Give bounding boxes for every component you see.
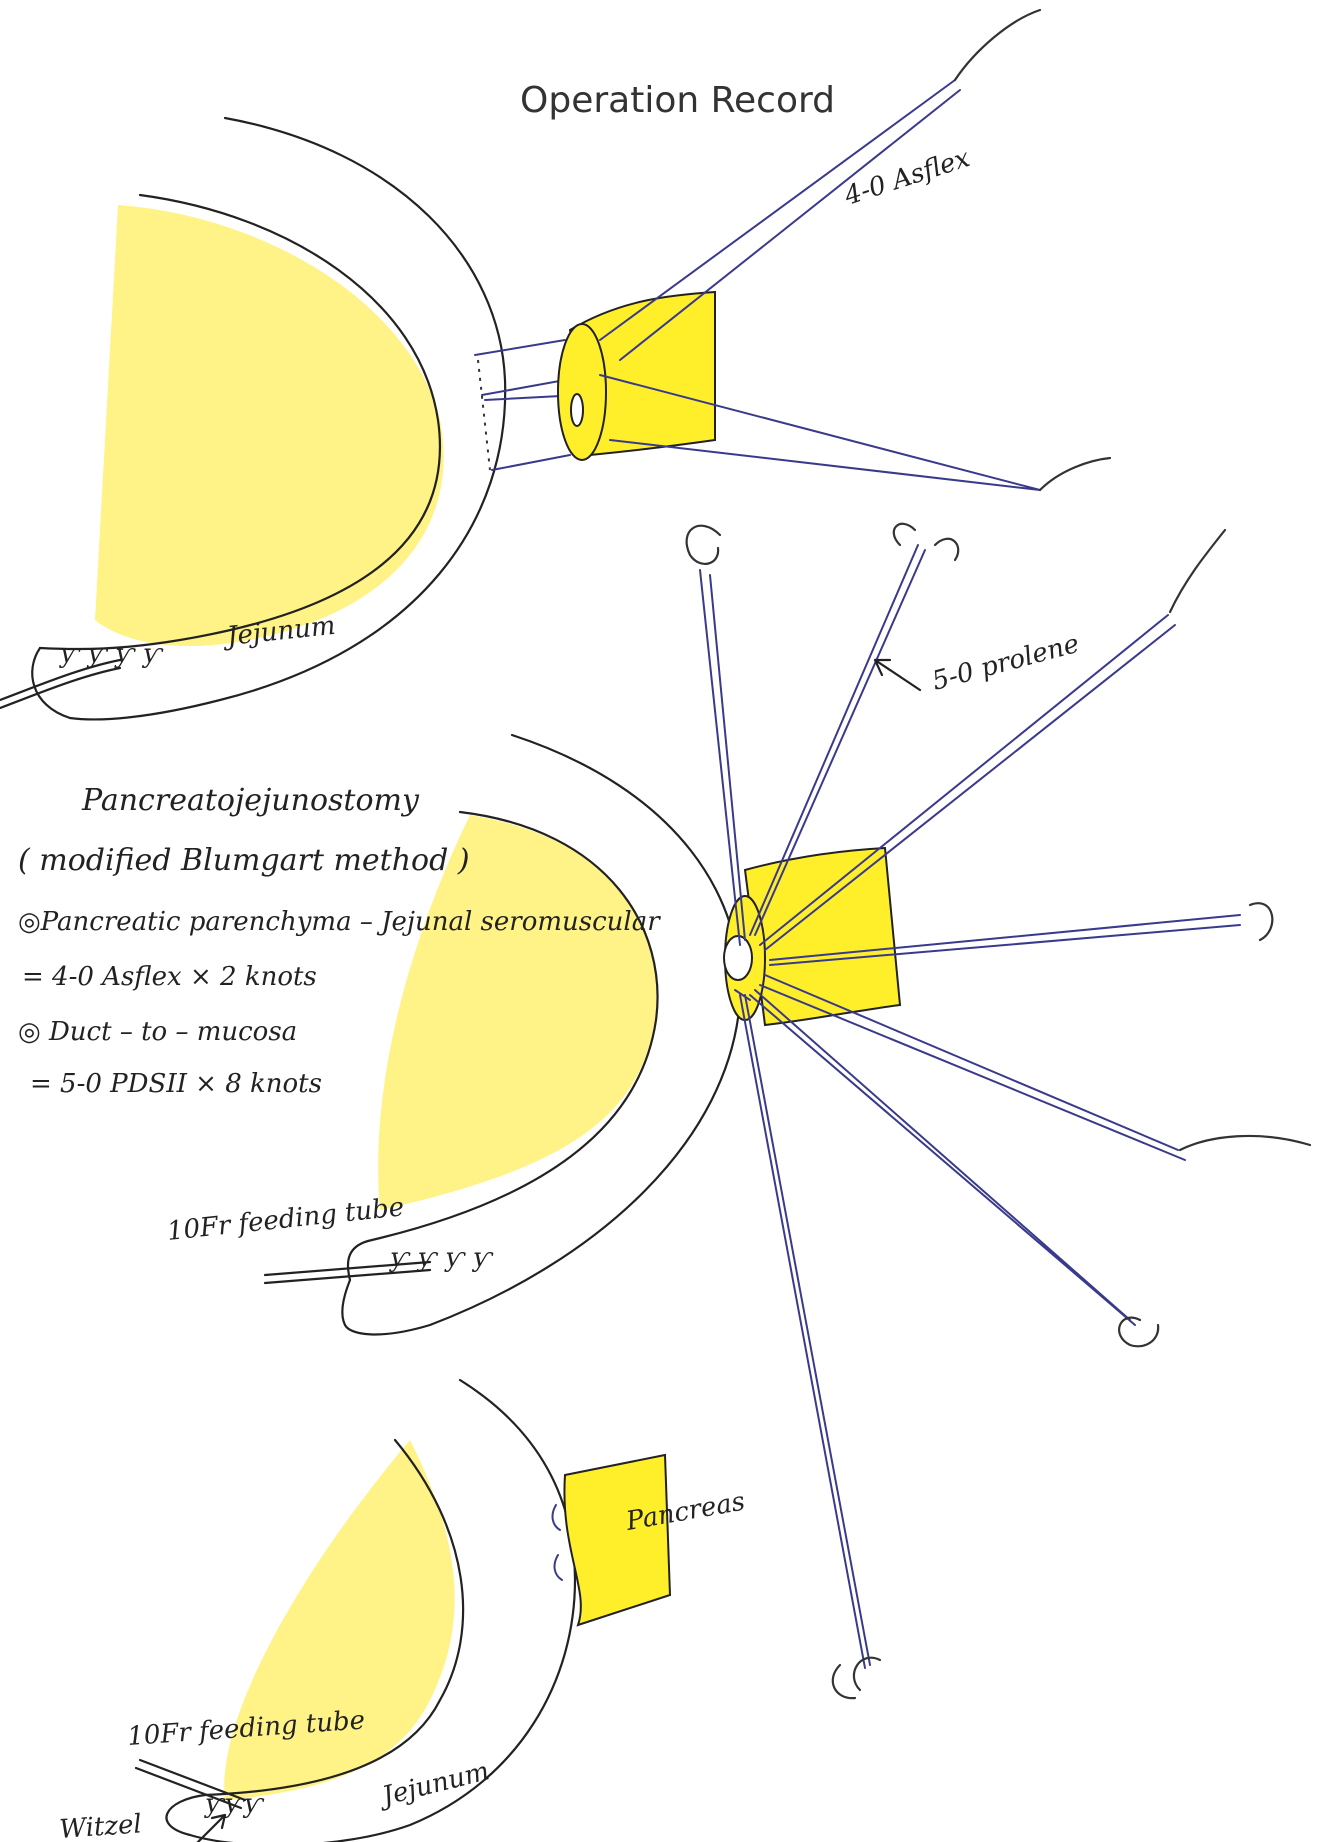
middle-needle-3 <box>1170 530 1225 612</box>
notes-heading: Pancreatojejunostomy <box>81 783 420 818</box>
top-jejunum-shading <box>95 205 444 646</box>
bottom-jejunum-label: Jejunum <box>375 1756 493 1813</box>
middle-needle-5 <box>1180 1136 1310 1150</box>
notes-line-3: ◎ Duct – to – mucosa <box>18 1017 297 1047</box>
top-suture-label: 4-0 Asflex <box>840 143 974 212</box>
middle-diagram: ƴ ƴ ƴ ƴ 5-0 prolene 10Fr feeding tube <box>166 524 1310 1698</box>
middle-feeding-tube-label: 10Fr feeding tube <box>166 1192 406 1247</box>
middle-needle-1 <box>687 526 720 564</box>
bottom-pancreas <box>564 1455 670 1625</box>
notes-line-2: = 4-0 Asflex × 2 knots <box>22 962 317 992</box>
top-pancreas-cut-surface <box>558 324 606 460</box>
middle-pointer-arrow <box>875 660 920 690</box>
top-pancreatic-duct <box>571 394 583 426</box>
middle-needle-2 <box>894 524 958 560</box>
top-needle-upper <box>955 10 1040 80</box>
bottom-jejunum-blind-end <box>166 1795 205 1835</box>
middle-tube-stitches: ƴ ƴ ƴ ƴ <box>389 1243 494 1273</box>
middle-pancreatic-duct <box>724 936 752 980</box>
middle-needle-6 <box>1119 1318 1158 1347</box>
notes-subheading: ( modified Blumgart method ) <box>18 843 470 878</box>
bottom-jejunum-shading <box>224 1440 454 1800</box>
top-incision-dotted <box>478 360 490 470</box>
top-needle-lower <box>1040 458 1110 490</box>
bottom-tube-stitches: ƴƴƴ <box>204 1789 265 1819</box>
page-title: Operation Record <box>520 80 835 121</box>
middle-needle-4 <box>1250 903 1272 940</box>
notes-line-1: ◎Pancreatic parenchyma – Jejunal seromus… <box>18 907 661 937</box>
middle-radiating-sutures <box>700 545 1240 1668</box>
bottom-witzel-label: Witzel <box>58 1809 142 1842</box>
middle-needle-7 <box>833 1658 880 1698</box>
bottom-diagram: ƴƴƴ Pancreas 10Fr feeding tube Witzel Je… <box>58 1380 747 1842</box>
top-tube-stitches: ƴ ƴ ƴ ƴ <box>59 639 164 669</box>
middle-jejunum-blind-end <box>342 1280 350 1325</box>
notes-line-4: = 5-0 PDSII × 8 knots <box>30 1069 322 1099</box>
middle-suture-label: 5-0 prolene <box>929 629 1082 697</box>
bottom-anchor-sutures <box>553 1505 562 1580</box>
